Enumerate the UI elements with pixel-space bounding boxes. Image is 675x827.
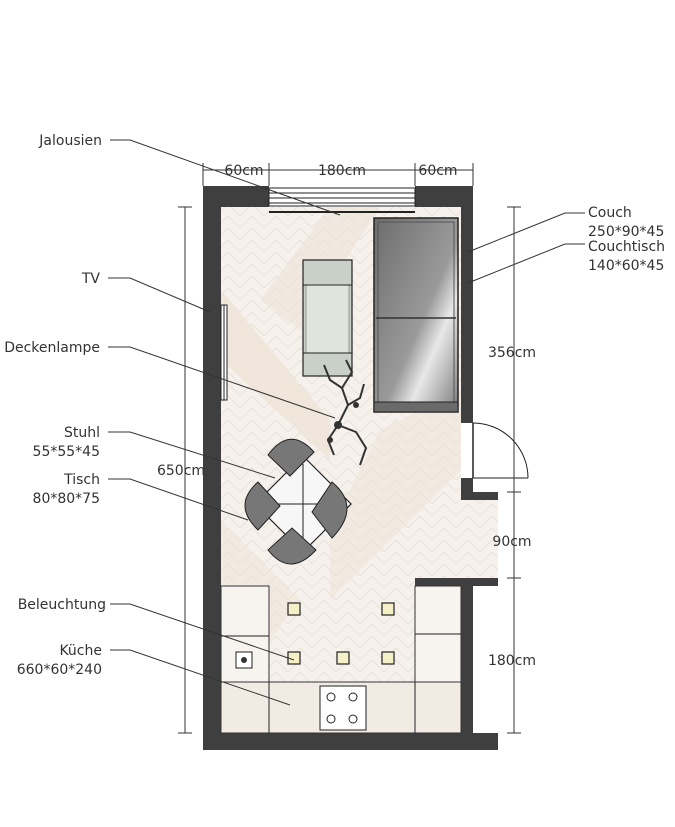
wall-bottom xyxy=(203,733,498,750)
wall-niche-bottom xyxy=(415,578,498,586)
ceiling-lamp xyxy=(323,359,368,466)
label-couch-size: 250*90*45 xyxy=(588,224,664,240)
dim-top-right: 60cm xyxy=(418,163,457,179)
label-couchtisch: Couchtisch xyxy=(588,239,665,255)
tv xyxy=(220,304,228,401)
label-couch: Couch xyxy=(588,205,632,221)
coffee-table xyxy=(302,259,353,377)
dining-group xyxy=(244,438,352,565)
label-deckenlampe: Deckenlampe xyxy=(4,340,100,356)
label-stuhl: Stuhl xyxy=(64,425,100,441)
window-jalousien xyxy=(268,187,416,213)
label-stuhl-size: 55*55*45 xyxy=(33,444,100,460)
chair-left xyxy=(244,481,281,531)
dim-right-middle: 90cm xyxy=(492,534,531,550)
label-tisch: Tisch xyxy=(63,472,100,488)
leader-lines xyxy=(108,139,585,706)
couch xyxy=(373,217,459,413)
wall-right-lower xyxy=(461,586,473,736)
dim-top-left: 60cm xyxy=(224,163,263,179)
chair-top xyxy=(267,438,315,477)
spotlights xyxy=(287,602,395,665)
label-beleuchtung: Beleuchtung xyxy=(18,597,106,613)
sink xyxy=(235,651,253,669)
label-couchtisch-size: 140*60*45 xyxy=(588,258,664,274)
dim-left-total: 650cm xyxy=(157,463,205,479)
label-kueche: Küche xyxy=(59,643,102,659)
wall-top-right xyxy=(415,186,473,207)
dim-right-lower: 180cm xyxy=(488,653,536,669)
door xyxy=(472,422,529,479)
dim-right-upper: 356cm xyxy=(488,345,536,361)
kitchen xyxy=(220,585,462,734)
label-tisch-size: 80*80*75 xyxy=(33,491,100,507)
chair-bottom xyxy=(267,527,317,565)
wall-niche-top xyxy=(461,492,498,500)
label-jalousien: Jalousien xyxy=(38,133,102,149)
chair-right xyxy=(311,481,348,539)
wall-right-upper xyxy=(461,207,473,423)
dimension-lines xyxy=(178,163,521,734)
label-tv: TV xyxy=(81,271,101,287)
dim-top-middle: 180cm xyxy=(318,163,366,179)
walls xyxy=(203,186,498,750)
label-kueche-size: 660*60*240 xyxy=(17,662,102,678)
stove xyxy=(319,685,367,731)
wall-left xyxy=(203,186,221,750)
